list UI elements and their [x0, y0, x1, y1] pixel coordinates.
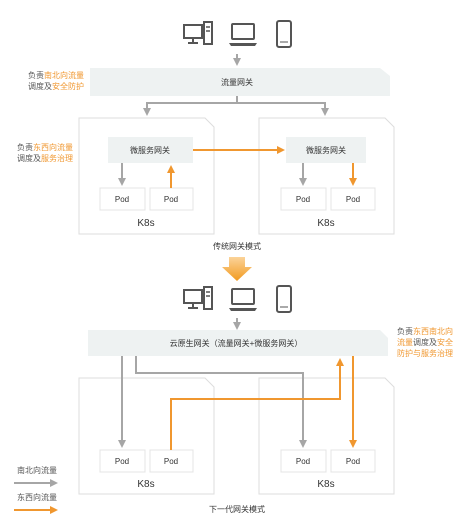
transition-arrow-icon: [222, 257, 252, 281]
micro-gateway-label-left: 微服务网关: [130, 145, 170, 155]
north-south-arrow: [135, 356, 307, 448]
caption-next-generation: 下一代网关模式: [209, 504, 265, 514]
phone-icon: [276, 285, 292, 313]
micro-gateway-box-left: [108, 137, 193, 163]
pod-label: Pod: [164, 195, 178, 204]
pod-label: Pod: [296, 195, 310, 204]
k8s-label-top-right: K8s: [317, 218, 334, 229]
micro-gateway-box-right: [286, 137, 366, 163]
pod-label: Pod: [115, 195, 129, 204]
k8s-label-top-left: K8s: [137, 218, 154, 229]
split-arrow-left: [143, 96, 238, 116]
k8s-cluster-left: [78, 377, 215, 495]
pod-label: Pod: [346, 195, 360, 204]
pod-box: [330, 449, 376, 473]
k8s-cluster-right: [258, 377, 395, 495]
split-arrow-right: [237, 102, 329, 116]
k8s-label-bottom-left: K8s: [137, 479, 154, 490]
traffic-gateway-box: [90, 68, 390, 96]
pod-box: [280, 449, 327, 473]
phone-icon: [276, 20, 292, 48]
pod-box: [99, 449, 146, 473]
legend-north-south-label: 南北向流量: [17, 466, 57, 475]
k8s-cluster-left: [78, 117, 215, 235]
pod-label: Pod: [164, 457, 178, 466]
east-west-note: 负责东西向流量 调度及服务治理: [17, 143, 73, 163]
pod-label: Pod: [115, 457, 129, 466]
traffic-gateway-label: 流量网关: [221, 77, 253, 87]
east-west-arrow: [170, 358, 344, 450]
north-south-note: 负责南北向流量 调度及安全防护: [28, 71, 84, 91]
k8s-cluster-right: [258, 117, 395, 235]
cloud-native-gateway-label: 云原生网关（流量网关+微服务网关）: [170, 338, 303, 348]
cloud-native-gateway-box: [88, 330, 388, 356]
pod-box: [99, 187, 146, 211]
laptop-icon: [229, 288, 257, 311]
micro-gateway-label-right: 微服务网关: [306, 145, 346, 155]
caption-traditional: 传统网关模式: [213, 241, 261, 251]
desktop-icon: [183, 286, 213, 310]
desktop-icon: [183, 21, 213, 45]
pod-label: Pod: [346, 457, 360, 466]
legend-east-west-label: 东西向流量: [17, 493, 57, 502]
cloud-gateway-note: 负责东西南北向 流量调度及安全 防护与服务治理: [397, 327, 453, 358]
pod-box: [330, 187, 376, 211]
pod-label: Pod: [296, 457, 310, 466]
pod-box: [280, 187, 327, 211]
k8s-label-bottom-right: K8s: [317, 479, 334, 490]
laptop-icon: [229, 23, 257, 46]
